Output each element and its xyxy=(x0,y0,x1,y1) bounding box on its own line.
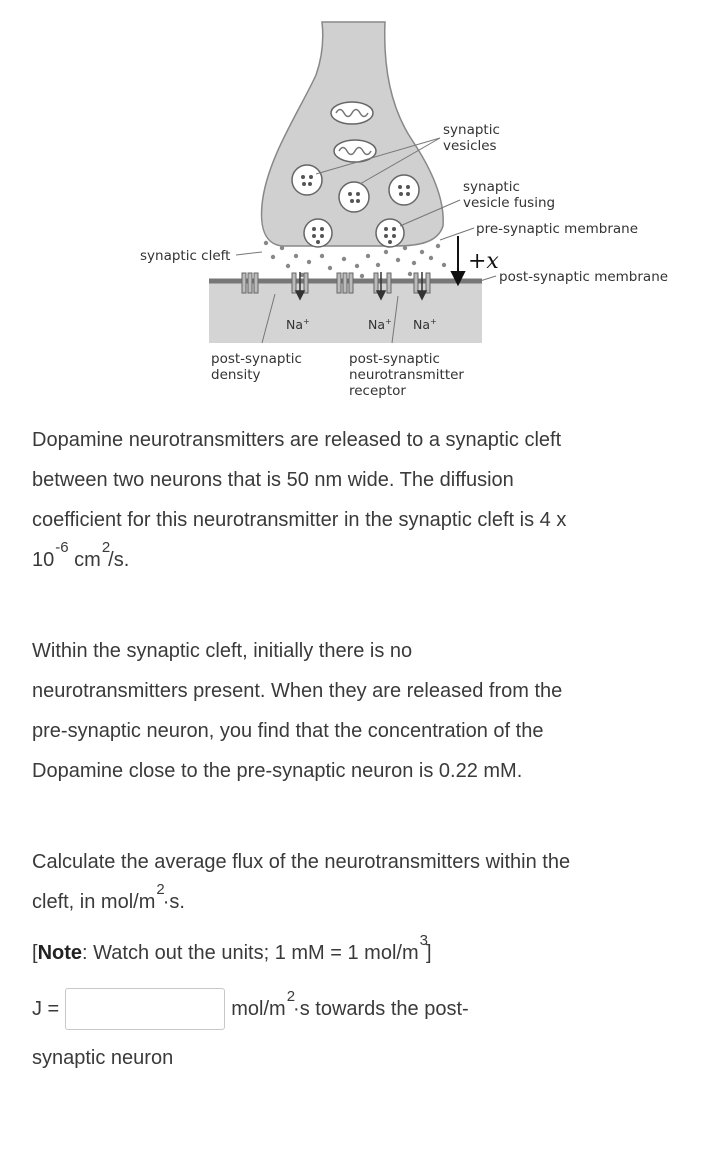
label-synaptic-cleft: synaptic cleft xyxy=(140,248,230,264)
flux-answer-input[interactable] xyxy=(65,988,226,1030)
units-note: [Note: Watch out the units; 1 mM = 1 mol… xyxy=(32,932,432,964)
label-post-synaptic-membrane: post-synaptic membrane xyxy=(499,269,668,285)
synaptic-vesicle-2 xyxy=(338,181,370,213)
label-na-3: Na+ xyxy=(413,317,437,332)
answer-label: J = xyxy=(32,997,60,1020)
synapse-diagram: +x synaptic vesicles synaptic vesicle fu… xyxy=(140,21,668,399)
label-vesicle-fusing-2: vesicle fusing xyxy=(463,195,555,211)
synaptic-vesicle-3 xyxy=(388,174,420,206)
label-post-synaptic-density-1: post-synaptic xyxy=(211,351,302,367)
label-receptor-2: neurotransmitter xyxy=(349,367,464,383)
label-na-2: Na+ xyxy=(368,317,392,332)
label-leader-lines xyxy=(235,137,497,344)
question-paragraph-1: Dopamine neurotransmitters are released … xyxy=(32,429,567,571)
receptors xyxy=(241,272,431,294)
label-vesicle-fusing-1: synaptic xyxy=(463,179,520,195)
label-na-1: Na+ xyxy=(286,317,310,332)
label-post-synaptic-density-2: density xyxy=(211,367,261,383)
answer-unit: mol/m2·s towards the post- xyxy=(231,987,469,1020)
label-synaptic-vesicles-2: vesicles xyxy=(443,138,497,154)
label-synaptic-vesicles-1: synaptic xyxy=(443,122,500,138)
label-receptor-3: receptor xyxy=(349,383,406,399)
label-pre-synaptic-membrane: pre-synaptic membrane xyxy=(476,221,638,237)
answer-row: J = mol/m2·s towards the post- xyxy=(32,986,469,1032)
question-paragraph-3: Calculate the average flux of the neurot… xyxy=(32,851,571,913)
answer-tail-text: synaptic neuron xyxy=(32,1047,174,1069)
mitochondrion-1 xyxy=(330,101,374,125)
label-receptor-1: post-synaptic xyxy=(349,351,440,367)
question-paragraph-2: Within the synaptic cleft, initially the… xyxy=(32,640,563,782)
mitochondrion-2 xyxy=(333,139,377,163)
fusing-vesicle-2 xyxy=(375,218,405,248)
sodium-flow-arrows xyxy=(294,272,428,301)
fusing-vesicle-1 xyxy=(303,218,333,248)
x-axis-arrow xyxy=(450,236,466,287)
x-axis-label: +x xyxy=(468,249,499,274)
neurotransmitter-dots xyxy=(263,240,447,279)
synaptic-vesicle-1 xyxy=(291,164,323,196)
